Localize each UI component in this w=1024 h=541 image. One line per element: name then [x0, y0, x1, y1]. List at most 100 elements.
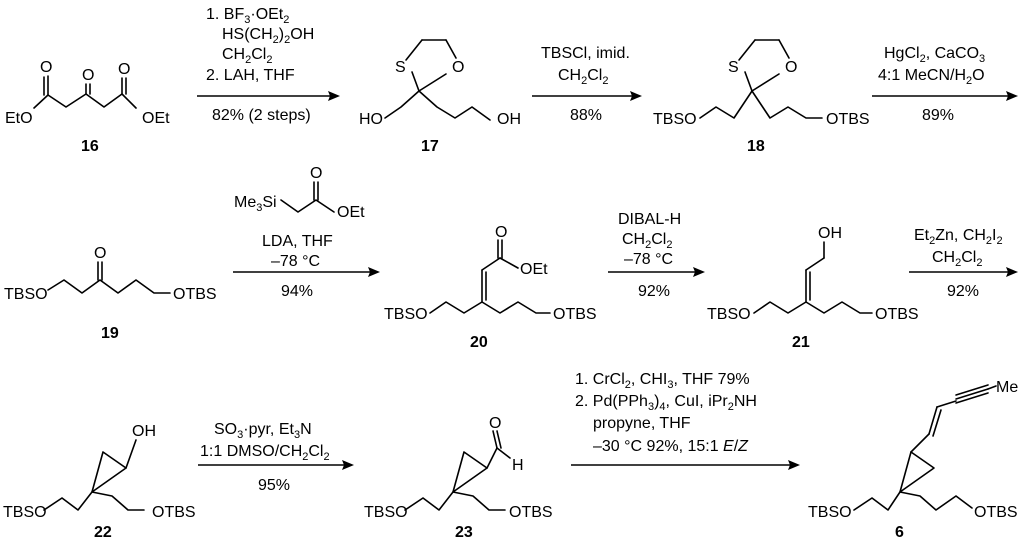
c19-otbs: OTBS [173, 286, 217, 303]
step-7-conditions: SO3·pyr, Et3N 1:1 DMSO/CH2Cl2 95% [198, 421, 354, 494]
c23-o: O [489, 415, 501, 432]
c18-s: S [728, 59, 739, 76]
c17-ring-d [445, 39, 457, 59]
compound-number-16: 16 [81, 138, 99, 155]
step-4-arrowhead [368, 267, 380, 277]
s8-line-3: propyne, THF [593, 415, 691, 432]
c20-oet: OEt [520, 261, 548, 278]
c6-me: Me [996, 379, 1018, 396]
reagent-oet: OEt [337, 204, 365, 221]
c22-right-chain [91, 491, 145, 511]
c19-o: O [94, 245, 106, 262]
s7-line-1: SO3·pyr, Et3N [214, 421, 312, 441]
c23-left-chain [404, 491, 454, 511]
c16-backbone [33, 93, 137, 109]
s2-line-1: TBSCl, imid. [541, 45, 630, 62]
s7-yield: 95% [258, 477, 290, 494]
c6-alkyne-3 [955, 384, 989, 396]
compound-number-19: 19 [101, 325, 119, 342]
c23-right-chain [452, 491, 506, 511]
compound-number-22: 22 [94, 524, 112, 541]
c23-ch-bond [496, 447, 511, 459]
compound-18: S O TBSO OTBS 18 [653, 39, 870, 155]
c20-o: O [495, 224, 507, 241]
s7-line-2: 1:1 DMSO/CH2Cl2 [200, 443, 330, 463]
c23-cyclopropane [452, 451, 488, 493]
c23-co-double-2 [496, 430, 502, 449]
c22-left-chain [43, 491, 93, 511]
compound-23: O H TBSO OTBS 23 [364, 415, 553, 541]
c6-otbs: OTBS [974, 504, 1018, 521]
c18-ring-b [738, 39, 756, 61]
compound-number-20: 20 [470, 334, 488, 351]
compound-number-21: 21 [792, 334, 810, 351]
c18-ring-e [751, 73, 780, 92]
step-5-arrowhead [693, 267, 705, 277]
c20-tbso: TBSO [384, 306, 428, 323]
c18-otbs: OTBS [826, 111, 870, 128]
step-1-conditions: 1. BF3·OEt2 HS(CH2)2OH CH2Cl2 2. LAH, TH… [197, 6, 340, 124]
s5-line-3: –78 °C [624, 251, 673, 268]
step-6-conditions: Et2Zn, CH2I2 CH2Cl2 92% [909, 227, 1018, 300]
c17-ring-b [405, 39, 423, 61]
c21-ch2-bond [805, 257, 825, 271]
compound-16: O O O EtO OEt 16 [5, 59, 170, 155]
c23-cho-bond [486, 447, 498, 469]
c6-right-chain [899, 491, 973, 511]
step-8-arrowhead [788, 460, 800, 470]
c17-chains [384, 90, 491, 121]
c6-tbso: TBSO [808, 504, 852, 521]
s4-line-1: LDA, THF [262, 233, 333, 250]
c21-oh: OH [818, 225, 842, 242]
s8-line-4: –30 °C 92%, 15:1 E/Z [593, 438, 749, 455]
s1-yield: 82% (2 steps) [212, 107, 311, 124]
c21-otbs: OTBS [875, 306, 919, 323]
c22-otbs: OTBS [152, 504, 196, 521]
c20-otbs: OTBS [553, 306, 597, 323]
c18-o: O [785, 59, 797, 76]
c23-h: H [512, 457, 524, 474]
step-1-arrowhead [328, 91, 340, 101]
s4-line-2: –78 °C [271, 253, 320, 270]
c20-ester-bond [481, 257, 501, 271]
reagent-o: O [310, 165, 322, 182]
s3-line-2: 4:1 MeCN/H2O [878, 67, 985, 87]
c17-ring-a [411, 71, 420, 92]
s4-yield: 94% [281, 283, 313, 300]
s6-line-1: Et2Zn, CH2I2 [914, 227, 1003, 247]
s6-yield: 92% [947, 283, 979, 300]
c19-tbso: TBSO [4, 286, 48, 303]
c6-left-chain [853, 491, 901, 511]
c17-s: S [395, 59, 406, 76]
c6-alkyne-link [936, 400, 957, 408]
compound-number-23: 23 [455, 524, 473, 541]
compound-17: S O HO OH 17 [359, 39, 521, 155]
compound-number-6: 6 [895, 524, 904, 541]
compound-6: Me TBSO OTBS 6 [808, 379, 1018, 541]
compound-number-18: 18 [747, 138, 765, 155]
s5-line-1: DIBAL-H [618, 211, 681, 228]
c20-o-bond [499, 257, 519, 269]
s3-yield: 89% [922, 107, 954, 124]
c17-ring-e [418, 73, 447, 92]
step-7-arrowhead [342, 460, 354, 470]
step-2-conditions: TBSCl, imid. CH2Cl2 88% [532, 45, 642, 124]
s2-yield: 88% [570, 107, 602, 124]
c22-ch2oh-bond [125, 439, 137, 469]
step-4-conditions: Me3Si O OEt LDA, THF –78 °C 94% [233, 165, 380, 300]
c16-oet: OEt [142, 110, 170, 127]
compound-19: O TBSO OTBS 19 [4, 245, 217, 342]
s3-line-1: HgCl2, CaCO3 [884, 45, 985, 65]
c20-right-chain [481, 301, 551, 314]
c21-right-chain [805, 301, 873, 314]
reagent-chain [280, 199, 335, 213]
c17-oh: OH [497, 111, 521, 128]
s8-line-2: 2. Pd(PPh3)4, CuI, iPr2NH [575, 393, 757, 413]
c21-tbso: TBSO [707, 306, 751, 323]
c6-alkyne-1 [955, 388, 989, 400]
c16-o-mid: O [82, 67, 94, 84]
c23-co-double-1 [492, 430, 498, 449]
c6-me-bond [987, 385, 997, 390]
step-5-conditions: DIBAL-H CH2Cl2 –78 °C 92% [608, 211, 705, 300]
